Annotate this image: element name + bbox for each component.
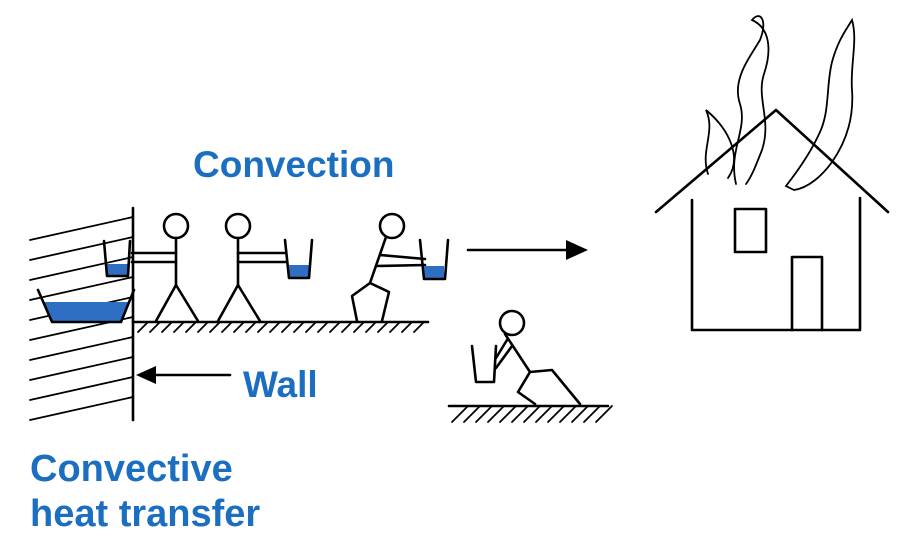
burning-house <box>656 110 888 330</box>
ground-hatch <box>390 322 400 332</box>
bucket-2 <box>285 240 312 278</box>
ground-hatch <box>174 322 184 332</box>
ground-hatch <box>402 322 412 332</box>
ground-hatch <box>354 322 364 332</box>
ground-hatch <box>246 322 256 332</box>
ground-hatch <box>366 322 376 332</box>
ground-hatch <box>162 322 172 332</box>
convection-label: Convection <box>193 144 394 186</box>
ground-right <box>449 406 612 422</box>
ground-hatch <box>294 322 304 332</box>
flame-icon <box>706 16 855 190</box>
ground-hatch <box>378 322 388 332</box>
ground-hatch <box>414 322 424 332</box>
ground-left <box>133 322 428 332</box>
person-4-crouching <box>496 311 580 404</box>
ground-hatch <box>282 322 292 332</box>
ground-hatch <box>318 322 328 332</box>
ground-hatch <box>342 322 352 332</box>
convective-heat-transfer-label-line1: Convective <box>30 448 233 491</box>
ground-hatch <box>306 322 316 332</box>
ground-hatch <box>222 322 232 332</box>
ground-hatch <box>186 322 196 332</box>
convective-heat-transfer-label-line2: heat transfer <box>30 493 260 536</box>
ground-hatch <box>138 322 148 332</box>
empty-bucket <box>472 346 496 382</box>
ground-hatch <box>330 322 340 332</box>
wall-label: Wall <box>243 364 318 406</box>
arrow-right <box>468 240 588 260</box>
ground-hatch <box>234 322 244 332</box>
ground-hatch <box>270 322 280 332</box>
ground-hatch <box>150 322 160 332</box>
person-3-running <box>352 214 425 321</box>
ground-hatch <box>198 322 208 332</box>
person-2 <box>218 214 286 321</box>
person-1 <box>132 214 198 321</box>
arrow-to-wall <box>136 366 230 384</box>
ground-hatch <box>258 322 268 332</box>
ground-hatch <box>210 322 220 332</box>
